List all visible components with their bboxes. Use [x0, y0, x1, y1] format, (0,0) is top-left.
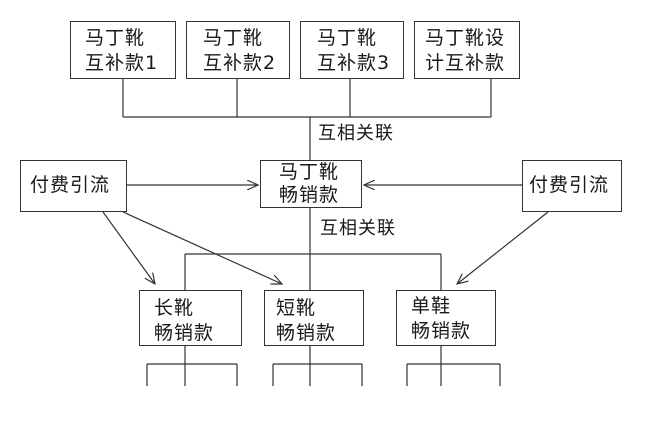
- paid-traffic-left-text: 付费引流: [30, 174, 111, 196]
- paid-traffic-right-text: 付费引流: [529, 174, 610, 196]
- flats-line1: 单鞋: [411, 295, 452, 317]
- traffic-left-to-boots-arrow: [102, 211, 155, 284]
- ankle-boots-line2: 畅销款: [276, 322, 337, 344]
- complement-node-2-line1: 马丁靴: [203, 27, 264, 49]
- traffic-right-to-flats-arrow: [457, 211, 549, 284]
- complement-node-4-line2: 计互补款: [425, 52, 506, 74]
- bottom-node-ankle-boots: 短靴 畅销款: [264, 290, 364, 346]
- paid-traffic-right-node: 付费引流: [522, 160, 622, 212]
- complement-node-2-line2: 互补款2: [203, 52, 277, 74]
- center-node-line2: 畅销款: [279, 184, 340, 206]
- complement-node-4: 马丁靴设 计互补款: [414, 21, 520, 79]
- complement-node-1-line2: 互补款1: [85, 52, 159, 74]
- bottom-node-flats: 单鞋 畅销款: [396, 290, 496, 346]
- complement-node-1: 马丁靴 互补款1: [70, 21, 176, 79]
- flats-line2: 畅销款: [411, 320, 472, 342]
- center-node-line1: 马丁靴: [279, 161, 340, 183]
- complement-node-3-line2: 互补款3: [317, 52, 391, 74]
- complement-node-3: 马丁靴 互补款3: [300, 21, 404, 79]
- relation-label-bottom: 互相关联: [320, 218, 396, 240]
- traffic-left-to-ankle-arrow: [122, 211, 282, 284]
- ankle-boots-line1: 短靴: [276, 297, 317, 319]
- tall-boots-line1: 长靴: [154, 297, 195, 319]
- center-bestseller-node: 马丁靴 畅销款: [260, 160, 362, 208]
- bottom-node-tall-boots: 长靴 畅销款: [139, 290, 242, 346]
- complement-node-2: 马丁靴 互补款2: [186, 21, 290, 79]
- complement-node-1-line1: 马丁靴: [85, 27, 146, 49]
- complement-node-3-line1: 马丁靴: [317, 27, 378, 49]
- tall-boots-line2: 畅销款: [154, 322, 215, 344]
- paid-traffic-left-node: 付费引流: [20, 160, 127, 212]
- relation-label-top: 互相关联: [318, 123, 394, 145]
- complement-node-4-line1: 马丁靴设: [425, 27, 506, 49]
